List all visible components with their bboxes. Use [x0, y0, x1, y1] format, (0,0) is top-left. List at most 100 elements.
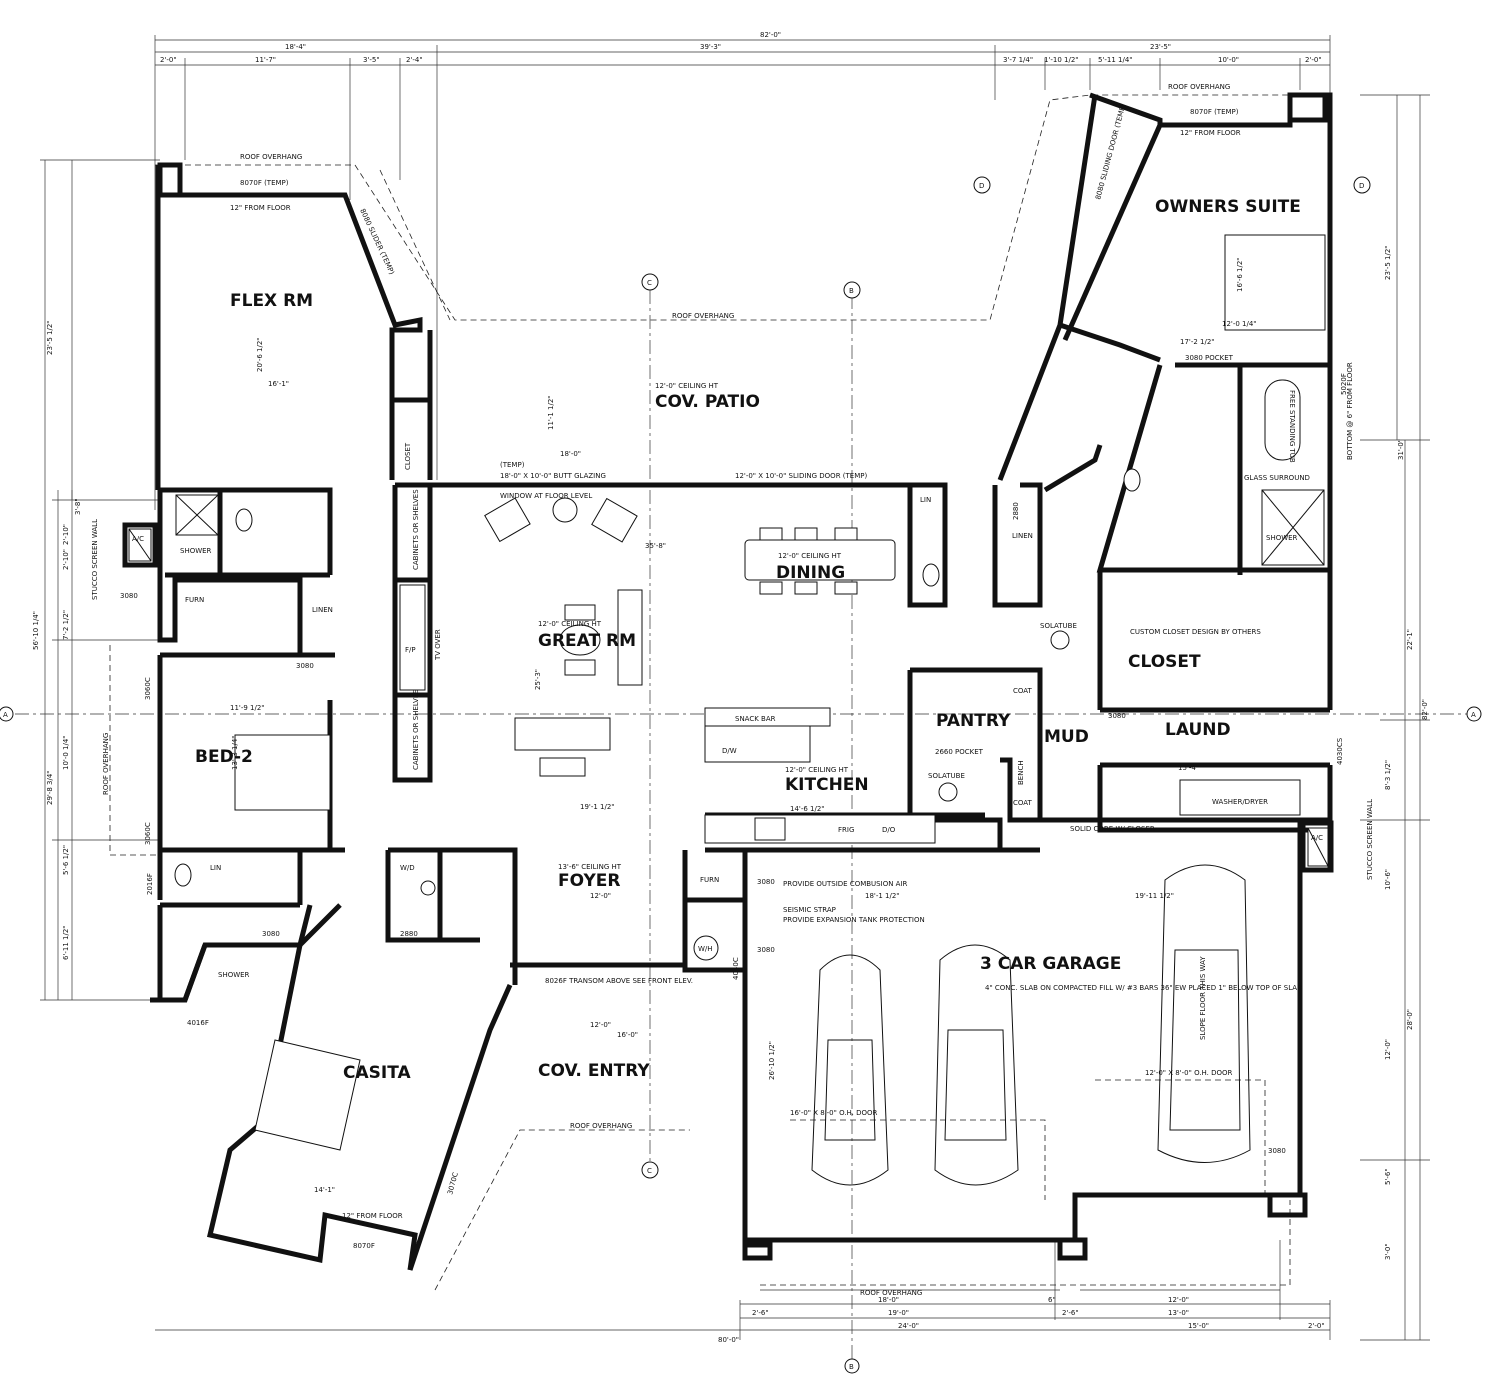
- room-label-foyer: FOYER: [558, 871, 620, 891]
- code-3060c-2: 3060C: [144, 822, 152, 845]
- note-transom: 8026F TRANSOM ABOVE SEE FRONT ELEV.: [545, 977, 693, 985]
- note-lin-1: LIN: [920, 496, 931, 504]
- note-washer-dryer: WASHER/DRYER: [1212, 798, 1268, 806]
- note-free-tub: FREE STANDING TUB: [1288, 390, 1296, 463]
- dim-left-d10: 6'-11 1/2": [62, 925, 70, 960]
- dim-bottom-d6: 12'-0": [1168, 1296, 1189, 1304]
- dim-casita-w: 14'-1": [314, 1186, 335, 1194]
- dim-overall-bottom: 80'-0": [718, 1336, 739, 1344]
- roof-overhang-lines: [109, 94, 1330, 1291]
- code-4030cs: 4030CS: [1336, 737, 1344, 765]
- note-coat-1: COAT: [1013, 687, 1033, 695]
- dim-bottom-d7: 13'-0": [1168, 1309, 1189, 1317]
- bottom-dimension-text: 80'-0" 18'-0" 19'-0" 24'-0" 2'-6" 6" 12'…: [718, 1296, 1325, 1344]
- note-cabinets-1: CABINETS OR SHELVES: [412, 489, 420, 570]
- dim-left-d8: 10'-0 1/4": [62, 735, 70, 770]
- note-seismic: SEISMIC STRAP: [783, 906, 836, 914]
- code-3080-5: 3080: [757, 878, 775, 886]
- note-ohdoor-1: 16'-0" X 8'-0" O.H. DOOR: [790, 1109, 878, 1117]
- top-dimension-text: 82'-0" 18'-4" 39'-3" 23'-5" 2'-0" 11'-7"…: [160, 31, 1322, 64]
- marker-a-left: A: [3, 711, 8, 719]
- marker-b-bottom: B: [849, 1363, 854, 1371]
- note-fp: F/P: [405, 646, 416, 654]
- room-dimension-text: 16'-1" 20'-6 1/2" 18'-0" 11'-1 1/2" 35'-…: [230, 257, 1257, 1194]
- dim-top-d7: 5'-11 1/4": [1098, 56, 1133, 64]
- dim-top-d6: 1'-10 1/2": [1044, 56, 1079, 64]
- note-slope: SLOPE FLOOR THIS WAY: [1199, 956, 1207, 1040]
- note-dw: D/W: [722, 747, 737, 755]
- note-butt-glazing: 18'-0" X 10'-0" BUTT GLAZING: [500, 472, 606, 480]
- room-label-great: GREAT RM: [538, 631, 636, 651]
- dim-bottom-d8: 15'-0": [1188, 1322, 1209, 1330]
- section-markers: A A B B C C D D: [0, 176, 1482, 1374]
- note-linen-2: LINEN: [1012, 532, 1033, 540]
- note-from-floor-3: 12" FROM FLOOR: [342, 1212, 403, 1220]
- note-cabinets-2: CABINETS OR SHELVES: [412, 689, 420, 770]
- code-3080-1: 3080: [120, 592, 138, 600]
- dim-right-d4: 22'-1": [1406, 629, 1414, 650]
- dim-top-d3: 3'-5": [363, 56, 380, 64]
- dim-right-d9: 5'-6": [1384, 1168, 1392, 1185]
- room-label-pantry: PANTRY: [936, 711, 1011, 731]
- room-label-closet: CLOSET: [1128, 652, 1201, 672]
- code-2880-2: 2880: [1012, 502, 1020, 520]
- dim-left-d5: 2'-10": [62, 524, 70, 545]
- marker-a-right: A: [1471, 711, 1476, 719]
- dim-patio-h: 11'-1 1/2": [547, 395, 555, 430]
- note-linen-1: LINEN: [312, 606, 333, 614]
- dim-great-w: 35'-8": [645, 542, 666, 550]
- note-temp-door-1: 8070F (TEMP): [240, 179, 289, 187]
- room-label-casita: CASITA: [343, 1063, 411, 1083]
- dim-bed2-w: 11'-9 1/2": [230, 704, 265, 712]
- dim-right-d1: 82'-0": [1421, 699, 1429, 720]
- note-bottom-from-floor: BOTTOM @ 6" FROM FLOOR: [1346, 362, 1354, 460]
- note-ceiling-great: 12'-0" CEILING HT: [538, 620, 602, 628]
- note-shower-2: SHOWER: [1266, 534, 1298, 542]
- dim-top-d2: 11'-7": [255, 56, 276, 64]
- note-solid-core: SOLID CORE W/ CLOSER: [1070, 825, 1155, 833]
- dim-bed2-h: 13'-3 1/4": [231, 735, 239, 770]
- dim-bottom-d5: 6": [1048, 1296, 1056, 1304]
- note-roof-overhang-4: ROOF OVERHANG: [860, 1289, 922, 1297]
- room-label-flex: FLEX RM: [230, 291, 313, 311]
- note-expansion: PROVIDE EXPANSION TANK PROTECTION: [783, 916, 925, 924]
- dim-owners-h: 16'-6 1/2": [1236, 257, 1244, 292]
- room-label-entry: COV. ENTRY: [538, 1061, 650, 1081]
- note-ceiling-foyer: 13'-6" CEILING HT: [558, 863, 622, 871]
- note-roof-overhang-3: ROOF OVERHANG: [1168, 83, 1230, 91]
- marker-c-bottom: C: [647, 1167, 652, 1175]
- side-dimension-text: 23'-5 1/2" 56'-10 1/4" 29'-8 3/4" 3'-8" …: [32, 245, 1429, 1260]
- note-lin-2: LIN: [210, 864, 221, 872]
- dim-top-d1: 2'-0": [160, 56, 177, 64]
- note-pocket-2660: 2660 POCKET: [935, 748, 984, 756]
- dim-kitchen-w2: 14'-6 1/2": [790, 805, 825, 813]
- note-furn-2: FURN: [700, 876, 719, 884]
- dim-entry-w2: 12'-0": [590, 1021, 611, 1029]
- marker-c-top: C: [647, 279, 652, 287]
- note-solatube-2: SOLATUBE: [928, 772, 965, 780]
- note-shower-1: SHOWER: [180, 547, 212, 555]
- code-3080-3: 3080: [262, 930, 280, 938]
- dim-right-d8: 12'-0": [1384, 1039, 1392, 1060]
- note-pocket-3080: 3080 POCKET: [1185, 354, 1234, 362]
- dim-top-b: 39'-3": [700, 43, 721, 51]
- dim-right-d7: 28'-0": [1406, 1009, 1414, 1030]
- dim-top-d5: 3'-7 1/4": [1003, 56, 1033, 64]
- note-window-floor: WINDOW AT FLOOR LEVEL: [500, 492, 592, 500]
- note-slab: 4" CONC. SLAB ON COMPACTED FILL W/ #3 BA…: [985, 984, 1302, 992]
- dim-top-d4: 2'-4": [406, 56, 423, 64]
- dim-foyer-w: 12'-0": [590, 892, 611, 900]
- door-window-codes: 3080 3080 3080 3080 3080 3080 3080 2880 …: [120, 373, 1348, 1250]
- dim-laund-w: 15'-4": [1178, 764, 1199, 772]
- dim-right-d5: 8'-3 1/2": [1384, 760, 1392, 790]
- code-3080-4: 3080: [1108, 712, 1126, 720]
- note-stucco-left: STUCCO SCREEN WALL: [91, 519, 99, 600]
- dim-bottom-d1: 18'-0": [878, 1296, 899, 1304]
- note-wd: W/D: [400, 864, 415, 872]
- note-bench: BENCH: [1017, 760, 1025, 785]
- code-2016f: 2016F: [146, 873, 154, 895]
- note-tv-over: TV OVER: [434, 629, 442, 661]
- room-label-kitchen: KITCHEN: [785, 775, 869, 795]
- dim-left-d9: 5'-6 1/2": [62, 845, 70, 875]
- marker-d-right: D: [1359, 182, 1364, 190]
